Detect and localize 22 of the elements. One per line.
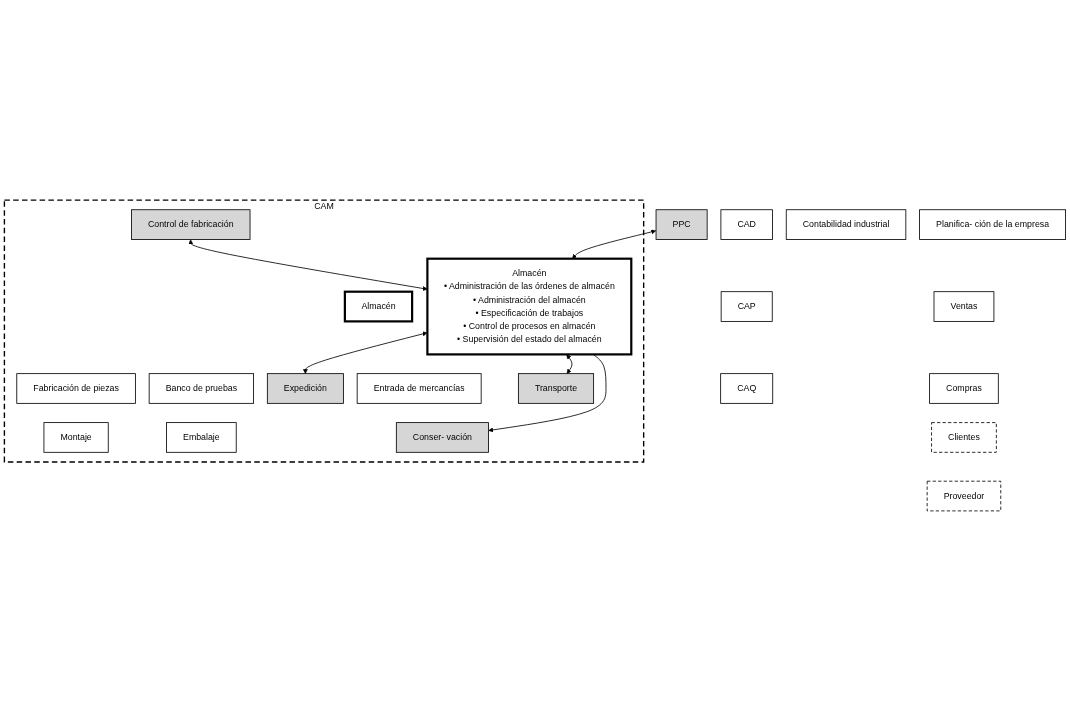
node-box: Fabricación de piezas	[16, 373, 136, 404]
node-box: Control de fabricación	[131, 209, 251, 240]
node-box: Entrada de mercancías	[356, 373, 482, 404]
node-box: Conser- vación	[395, 422, 489, 453]
node-box: Banco de pruebas	[148, 373, 254, 404]
node-box: CAP	[720, 291, 773, 322]
node-box: Proveedor	[926, 480, 1002, 512]
node-box: PPC	[655, 209, 708, 240]
node-box: Expedición	[266, 373, 344, 404]
node-box: Contabilidad industrial	[785, 209, 907, 240]
node-box: Planifica- ción de la empresa	[919, 209, 1066, 240]
node-box: Transporte	[517, 373, 595, 404]
node-box: Embalaje	[166, 422, 237, 453]
node-box: Almacén • Administración de las órdenes de almacén • Administración del almacén • Especificación de trabajos • Control de procesos en almacén • Supervisión del estado del almacén	[426, 257, 633, 356]
node-box: CAQ	[720, 373, 774, 404]
arrow	[566, 354, 573, 374]
node-box: Ventas	[933, 291, 995, 322]
node-box: Montaje	[43, 422, 109, 453]
node-box: Compras	[929, 373, 999, 404]
node-box: Clientes	[931, 422, 997, 453]
node-box: Almacén	[343, 290, 414, 323]
node-box: CAD	[720, 209, 773, 240]
